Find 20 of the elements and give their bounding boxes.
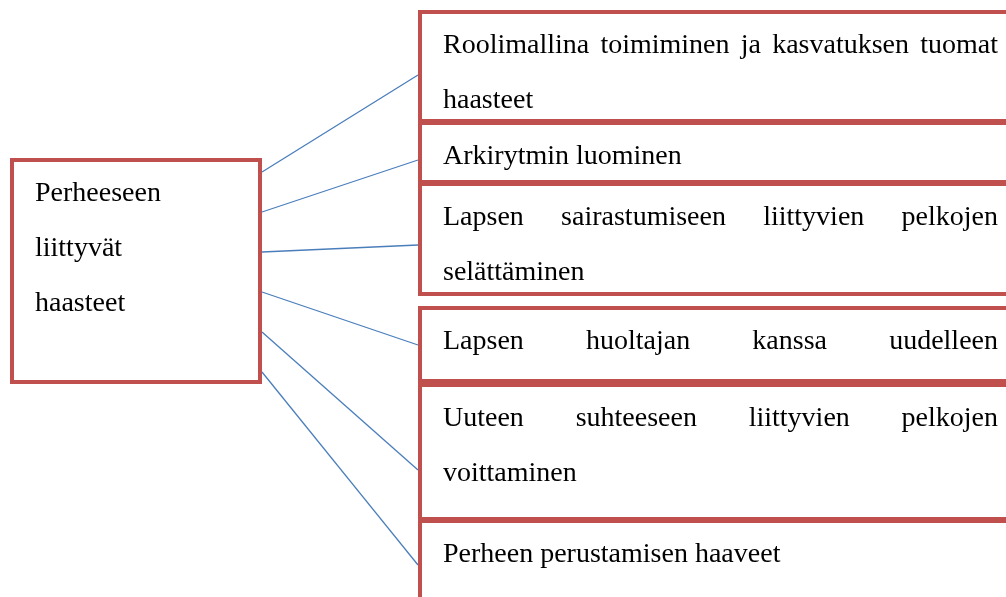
box-text: Lapsen huoltajan kanssa uudelleen — [442, 323, 998, 357]
box-text: Lapsen sairastumiseen liittyvien pelkojen selättäminen — [442, 199, 998, 288]
connector-line — [261, 244, 419, 253]
box-text: Arkirytmin luominen — [442, 138, 683, 172]
text-box — [418, 306, 1006, 383]
connector-line — [261, 74, 419, 173]
connector-line — [261, 331, 419, 471]
box-text: Perheeseen liittyvät haasteet — [34, 175, 162, 319]
box-text: Roolimallina toimiminen ja kasvatuksen tuomat haasteet — [442, 27, 998, 116]
box-text: Uuteen suhteeseen liittyvien pelkojen voittaminen — [442, 400, 998, 489]
text-box — [418, 383, 1006, 521]
text-box — [418, 519, 1006, 597]
text-box — [418, 10, 1006, 123]
connector-line — [261, 159, 419, 213]
text-box — [418, 182, 1006, 296]
text-box — [418, 121, 1006, 184]
box-text: Perheen perustamisen haaveet — [442, 536, 782, 570]
text-box — [10, 158, 262, 384]
connector-line — [261, 371, 419, 566]
connector-line — [261, 291, 419, 346]
